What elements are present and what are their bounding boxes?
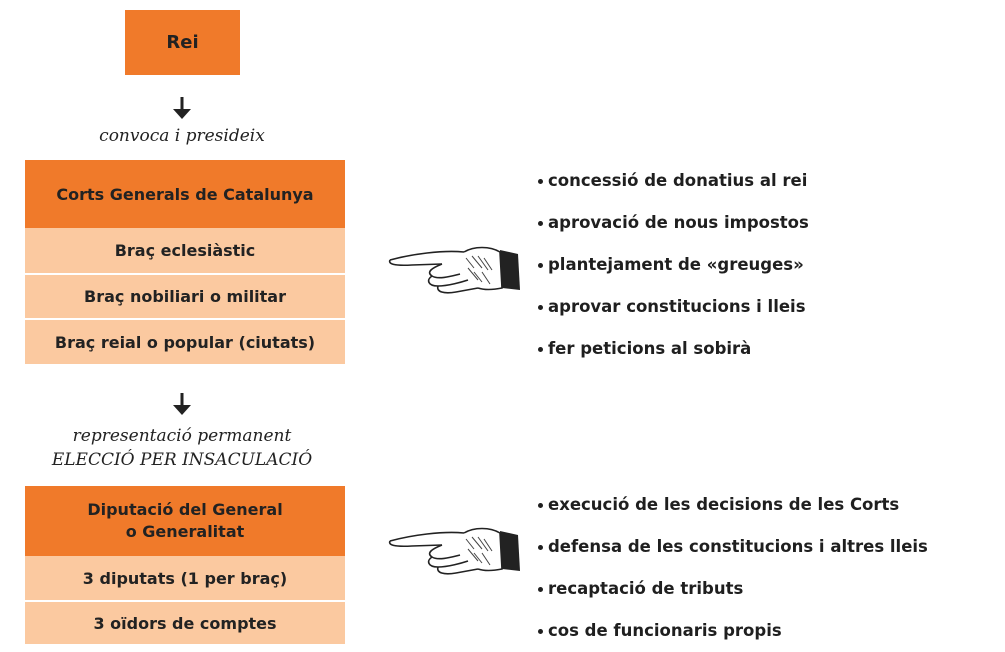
pointing-hand-icon <box>388 246 520 294</box>
arrow-down-icon <box>173 393 191 415</box>
bullet-icon <box>538 587 543 592</box>
list-item: defensa de les constitucions i altres ll… <box>538 526 928 568</box>
pointing-hand-icon <box>388 527 520 575</box>
function-text: execució de les decisions de les Corts <box>548 495 900 514</box>
corts-arm-label: Braç eclesiàstic <box>114 241 256 260</box>
bullet-icon <box>538 263 543 268</box>
corts-arm-label: Braç nobiliari o militar <box>84 287 286 306</box>
diputacio-member-row: 3 oïdors de comptes <box>25 600 345 644</box>
corts-arm-row: Braç eclesiàstic <box>25 228 345 273</box>
diputacio-title-line2: o Generalitat <box>125 522 245 541</box>
diputacio-member-label: 3 oïdors de comptes <box>93 613 277 633</box>
diputacio-functions-list: execució de les decisions de les Corts d… <box>538 484 928 652</box>
function-text: recaptació de tributs <box>548 579 744 598</box>
corts-arm-row: Braç nobiliari o militar <box>25 273 345 318</box>
diputacio-member-label: 3 diputats (1 per braç) <box>82 568 288 588</box>
corts-arm-label: Braç reial o popular (ciutats) <box>54 332 316 352</box>
diputacio-member-row: 3 diputats (1 per braç) <box>25 556 345 600</box>
function-text: fer peticions al sobirà <box>548 339 752 358</box>
diputacio-title-box: Diputació del General o Generalitat <box>25 486 345 556</box>
insaculacio-caption: ELECCIÓ PER INSACULACIÓ <box>51 450 313 470</box>
bullet-icon <box>538 545 543 550</box>
list-item: fer peticions al sobirà <box>538 328 809 370</box>
function-text: defensa de les constitucions i altres ll… <box>548 537 928 556</box>
arrow-down-icon <box>173 97 191 119</box>
function-text: aprovar constitucions i lleis <box>548 297 806 316</box>
list-item: aprovació de nous impostos <box>538 202 809 244</box>
list-item: plantejament de «greuges» <box>538 244 809 286</box>
bullet-icon <box>538 629 543 634</box>
corts-functions-list: concessió de donatius al rei aprovació d… <box>538 160 809 370</box>
list-item: cos de funcionaris propis <box>538 610 928 652</box>
bullet-icon <box>538 179 543 184</box>
list-item: concessió de donatius al rei <box>538 160 809 202</box>
king-label: Rei <box>166 32 199 53</box>
function-text: cos de funcionaris propis <box>548 621 782 640</box>
corts-title: Corts Generals de Catalunya <box>56 184 314 204</box>
representacio-caption: representació permanent <box>72 426 292 446</box>
bullet-icon <box>538 347 543 352</box>
function-text: aprovació de nous impostos <box>548 213 809 232</box>
bullet-icon <box>538 221 543 226</box>
list-item: recaptació de tributs <box>538 568 928 610</box>
function-text: plantejament de «greuges» <box>548 255 804 274</box>
bullet-icon <box>538 503 543 508</box>
list-item: aprovar constitucions i lleis <box>538 286 809 328</box>
function-text: concessió de donatius al rei <box>548 171 808 190</box>
king-box: Rei <box>125 10 240 75</box>
convoca-caption: convoca i presideix <box>99 126 265 146</box>
list-item: execució de les decisions de les Corts <box>538 484 928 526</box>
diputacio-title-line1: Diputació del General <box>87 500 283 519</box>
corts-arm-row: Braç reial o popular (ciutats) <box>25 318 345 364</box>
corts-title-box: Corts Generals de Catalunya <box>25 160 345 228</box>
bullet-icon <box>538 305 543 310</box>
